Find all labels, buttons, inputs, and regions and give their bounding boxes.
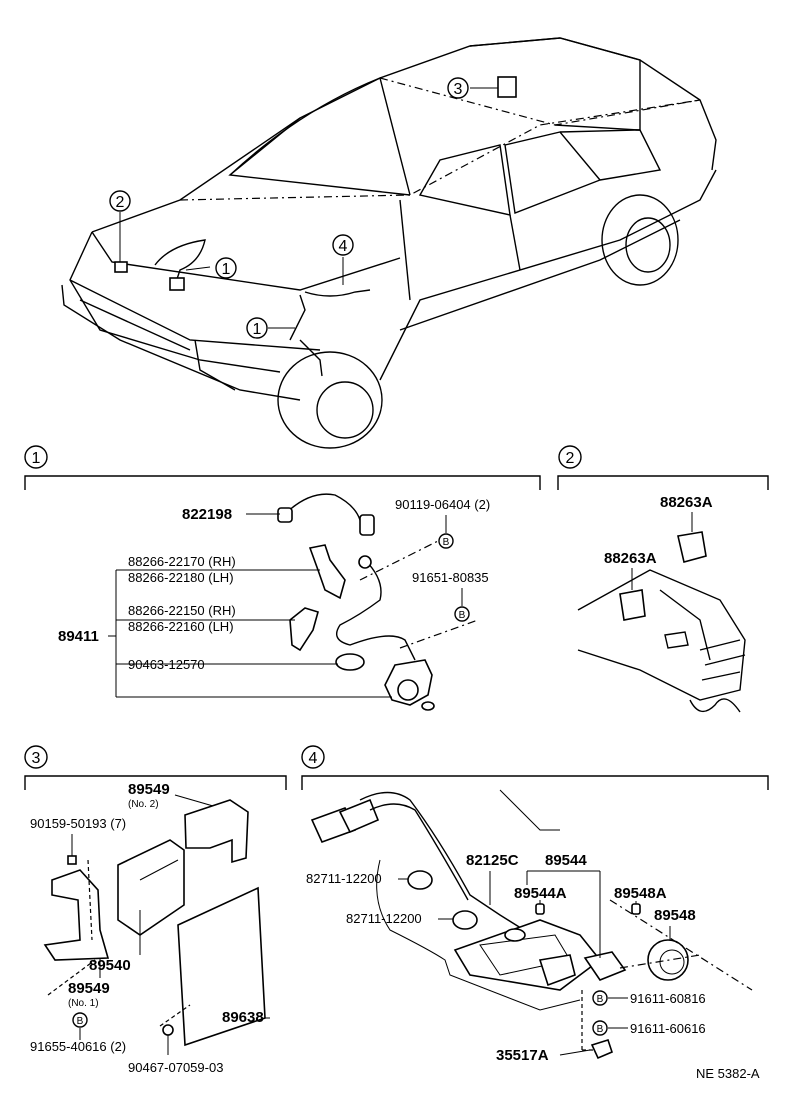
label-89411: 89411 (58, 628, 99, 645)
car-illustration: 1 2 3 4 1 (61, 37, 717, 449)
section-1-number: 1 (32, 450, 41, 467)
section-4-number: 4 (309, 750, 318, 767)
section-1: 1 B B 822198 90119-06404 (2) 88266-22170… (24, 445, 541, 711)
svg-text:1: 1 (253, 321, 262, 338)
svg-text:B: B (443, 537, 450, 548)
label-89548A: 89548A (614, 885, 667, 902)
label-89544: 89544 (545, 852, 587, 869)
label-88266-22160: 88266-22160 (LH) (128, 619, 234, 634)
section-3: 3 89549 (No. 2) 90159-50193 (7) 89540 89… (24, 745, 287, 1075)
label-88263A-top: 88263A (660, 494, 713, 511)
label-89549-no2: 89549 (128, 781, 170, 798)
label-91655: 91655-40616 (2) (30, 1039, 126, 1054)
diagram-code: NE 5382-A (696, 1066, 760, 1081)
label-82711-a: 82711-12200 (306, 871, 382, 886)
label-88266-22150: 88266-22150 (RH) (128, 603, 236, 618)
svg-text:3: 3 (454, 81, 463, 98)
label-35517A: 35517A (496, 1047, 549, 1064)
label-89549-no2-sub: (No. 2) (128, 799, 159, 810)
label-89540: 89540 (89, 957, 131, 974)
label-89549-no1-sub: (No. 1) (68, 998, 99, 1009)
label-90159: 90159-50193 (7) (30, 816, 126, 831)
label-91611-a: 91611-60816 (630, 991, 706, 1006)
label-88263A-left: 88263A (604, 550, 657, 567)
section-2: 2 88263A 88263A (557, 445, 769, 713)
callout-4-harness: 4 (332, 234, 354, 256)
section-2-number: 2 (566, 450, 575, 467)
svg-text:4: 4 (339, 238, 348, 255)
section-4: 4 82125C 89544 82711- (301, 745, 769, 1064)
svg-text:1: 1 (222, 261, 231, 278)
label-90467: 90467-07059-03 (128, 1060, 223, 1075)
callout-2-relay: 2 (109, 190, 131, 212)
label-91651: 91651-80835 (412, 570, 489, 585)
callout-1-sensor: 1 (246, 317, 268, 339)
callout-1-harness: 1 (215, 257, 237, 279)
svg-text:2: 2 (116, 194, 125, 211)
label-82711-b: 82711-12200 (346, 911, 422, 926)
section-3-number: 3 (32, 750, 41, 767)
label-89638: 89638 (222, 1009, 264, 1026)
label-89548: 89548 (654, 907, 696, 924)
svg-text:B: B (597, 1024, 604, 1035)
label-88266-22170: 88266-22170 (RH) (128, 554, 236, 569)
svg-text:B: B (597, 994, 604, 1005)
label-89544A: 89544A (514, 885, 567, 902)
svg-text:B: B (459, 610, 466, 621)
label-89549-no1: 89549 (68, 980, 110, 997)
label-91611-b: 91611-60616 (630, 1021, 706, 1036)
label-822198: 822198 (182, 506, 232, 523)
label-90119: 90119-06404 (2) (395, 497, 490, 512)
label-88266-22180: 88266-22180 (LH) (128, 570, 234, 585)
callout-3-computer: 3 (447, 77, 469, 99)
svg-text:B: B (77, 1016, 84, 1027)
label-82125C: 82125C (466, 852, 519, 869)
